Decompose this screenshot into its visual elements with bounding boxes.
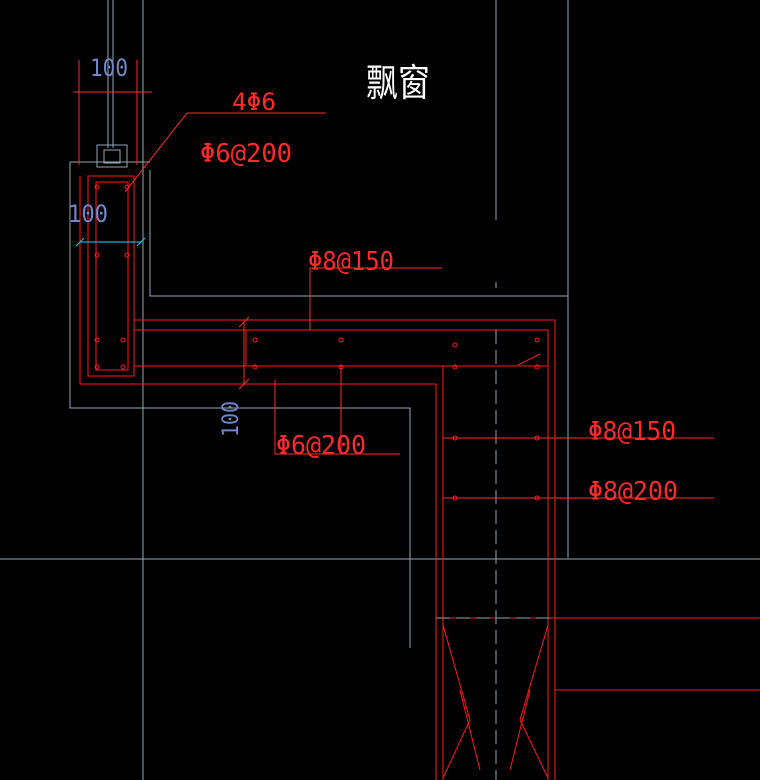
label-slab-bottom: Φ6@200 — [276, 431, 366, 461]
leader-lines — [73, 60, 714, 499]
window-frame-icon — [96, 144, 128, 168]
side-dimension — [75, 237, 146, 247]
label-wall-right-2: Φ8@200 — [588, 477, 678, 507]
label-wall-right-1: Φ8@150 — [588, 417, 676, 447]
dimension-width-side: 100 — [68, 200, 108, 228]
label-top-bars: 4Φ6 — [232, 88, 276, 116]
dimension-slab-thickness: 100 — [219, 401, 244, 437]
dimension-width-top: 100 — [90, 54, 128, 82]
label-slab-top: Φ8@150 — [308, 247, 394, 277]
label-top-stirrups: Φ6@200 — [200, 139, 292, 169]
axis-lines — [436, 330, 555, 780]
drawing-title: 飘窗 — [366, 61, 430, 105]
rebar-lines — [79, 175, 760, 780]
